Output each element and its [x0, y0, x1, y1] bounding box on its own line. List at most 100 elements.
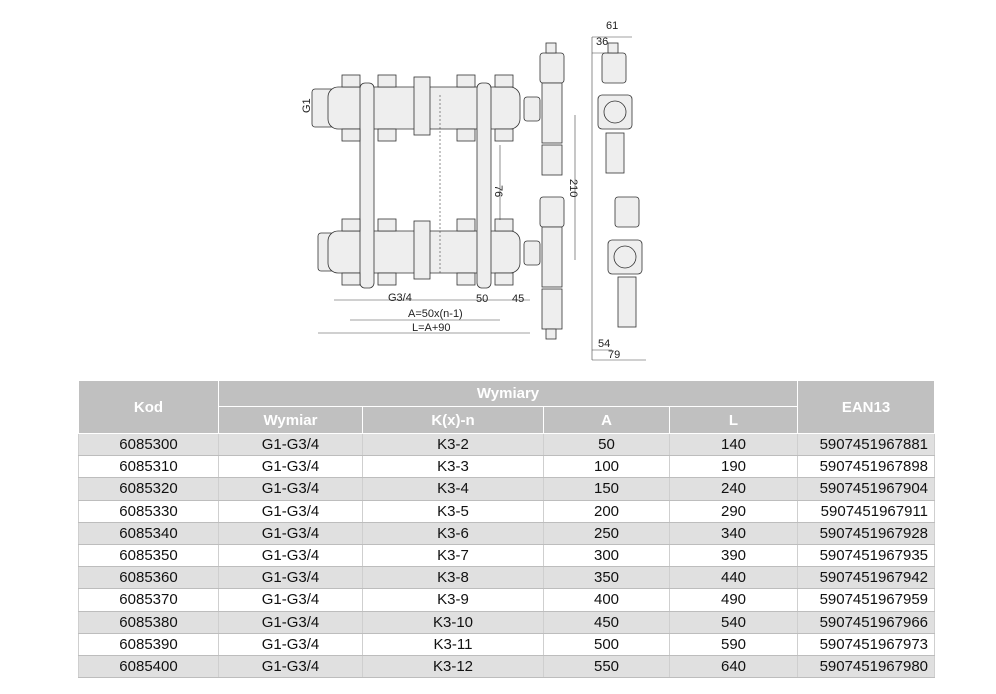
cell-ean: 5907451967959 — [797, 588, 936, 612]
cell-l: 390 — [668, 544, 799, 568]
cell-kxn: K3-3 — [362, 455, 544, 479]
cell-wymiar: G1-G3/4 — [218, 655, 363, 679]
cell-kxn: K3-10 — [362, 611, 544, 634]
header-a: A — [543, 406, 670, 434]
cell-kxn: K3-8 — [362, 566, 544, 590]
cell-a: 250 — [543, 522, 670, 545]
cell-kxn: K3-4 — [362, 477, 544, 501]
cell-ean: 5907451967911 — [797, 500, 936, 523]
cell-l: 340 — [668, 522, 799, 545]
cell-a: 200 — [543, 500, 670, 523]
cell-l: 540 — [668, 611, 799, 634]
label-g34: G3/4 — [388, 292, 412, 304]
cell-kod: 6085330 — [78, 500, 219, 523]
cell-wymiar: G1-G3/4 — [218, 633, 363, 656]
cell-ean: 5907451967935 — [797, 544, 936, 568]
cell-wymiar: G1-G3/4 — [218, 522, 363, 545]
label-a-formula: A=50x(n-1) — [408, 308, 463, 320]
cell-kxn: K3-9 — [362, 588, 544, 612]
cell-kod: 6085380 — [78, 611, 219, 634]
header-wymiar: Wymiar — [218, 406, 363, 434]
header-ean13: EAN13 — [797, 380, 936, 434]
cell-ean: 5907451967980 — [797, 655, 936, 679]
bracket-left — [359, 82, 375, 289]
cell-l: 240 — [668, 477, 799, 501]
cell-l: 640 — [668, 655, 799, 679]
label-g1: G1 — [301, 98, 313, 113]
cell-kxn: K3-2 — [362, 433, 544, 457]
cell-kod: 6085400 — [78, 655, 219, 679]
manifold-technical-drawing: G1 G3/4 50 45 A=50x(n-1) L=A+90 76 210 6… — [301, 20, 646, 361]
cell-kxn: K3-6 — [362, 522, 544, 545]
cell-ean: 5907451967881 — [797, 433, 936, 457]
cell-wymiar: G1-G3/4 — [218, 566, 363, 590]
cell-wymiar: G1-G3/4 — [218, 588, 363, 612]
header-kxn: K(x)-n — [362, 406, 544, 434]
cell-wymiar: G1-G3/4 — [218, 500, 363, 523]
bracket-right — [476, 82, 492, 289]
cell-wymiar: G1-G3/4 — [218, 433, 363, 457]
cell-l: 140 — [668, 433, 799, 457]
cell-kod: 6085370 — [78, 588, 219, 612]
cell-ean: 5907451967904 — [797, 477, 936, 501]
header-wymiary: Wymiary — [217, 380, 799, 407]
cell-a: 300 — [543, 544, 670, 568]
cell-ean: 5907451967942 — [797, 566, 936, 590]
header-l: L — [668, 406, 799, 434]
cell-ean: 5907451967973 — [797, 633, 936, 656]
cell-ean: 5907451967966 — [797, 611, 936, 634]
label-45: 45 — [512, 293, 524, 305]
cell-l: 190 — [668, 455, 799, 479]
cell-kod: 6085300 — [78, 433, 219, 457]
cell-a: 500 — [543, 633, 670, 656]
cell-wymiar: G1-G3/4 — [218, 477, 363, 501]
label-l-formula: L=A+90 — [412, 322, 451, 334]
cell-a: 150 — [543, 477, 670, 501]
label-36: 36 — [596, 36, 608, 48]
cell-a: 350 — [543, 566, 670, 590]
cell-wymiar: G1-G3/4 — [218, 544, 363, 568]
cell-kxn: K3-11 — [362, 633, 544, 656]
label-210: 210 — [567, 179, 579, 197]
cell-l: 590 — [668, 633, 799, 656]
cell-ean: 5907451967928 — [797, 522, 936, 545]
label-50: 50 — [476, 293, 488, 305]
cell-kxn: K3-5 — [362, 500, 544, 523]
cell-kod: 6085350 — [78, 544, 219, 568]
label-61: 61 — [606, 20, 618, 32]
cell-l: 290 — [668, 500, 799, 523]
cell-kod: 6085390 — [78, 633, 219, 656]
product-table: Kod Wymiary EAN13 Wymiar K(x)-n A L 6085… — [78, 380, 936, 679]
cell-kxn: K3-12 — [362, 655, 544, 679]
cell-kod: 6085320 — [78, 477, 219, 501]
cell-kxn: K3-7 — [362, 544, 544, 568]
cell-a: 450 — [543, 611, 670, 634]
header-kod: Kod — [78, 380, 219, 434]
cell-a: 100 — [543, 455, 670, 479]
cell-wymiar: G1-G3/4 — [218, 611, 363, 634]
label-54: 54 — [598, 338, 610, 350]
cell-l: 440 — [668, 566, 799, 590]
cell-a: 400 — [543, 588, 670, 612]
label-79: 79 — [608, 349, 620, 361]
cell-kod: 6085360 — [78, 566, 219, 590]
label-76: 76 — [492, 185, 504, 197]
cell-l: 490 — [668, 588, 799, 612]
cell-a: 50 — [543, 433, 670, 457]
cell-kod: 6085310 — [78, 455, 219, 479]
cell-kod: 6085340 — [78, 522, 219, 545]
cell-a: 550 — [543, 655, 670, 679]
cell-wymiar: G1-G3/4 — [218, 455, 363, 479]
cell-ean: 5907451967898 — [797, 455, 936, 479]
